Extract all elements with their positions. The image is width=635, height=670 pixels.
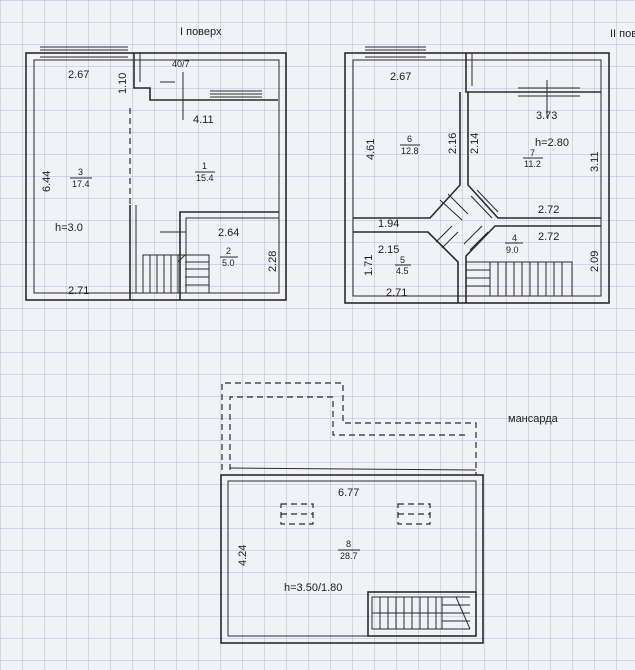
floor2-window-right [518, 87, 580, 97]
attic-plan [220, 382, 484, 644]
room5-area: 4.5 [396, 266, 409, 276]
room4-area: 9.0 [506, 245, 519, 255]
floor1-height-note: h=3.0 [55, 222, 83, 234]
attic-inner-wall [227, 480, 477, 637]
room7-number: 7 [530, 148, 535, 158]
room2-number: 2 [226, 246, 231, 256]
floor2-inner-wall [352, 59, 602, 297]
floor2-dim-mid-vert-b: 2.14 [469, 133, 481, 154]
floor2-dim-top-right: 3.73 [536, 110, 557, 122]
floor1-dim-top-left: 2.67 [68, 69, 89, 81]
room2-area: 5.0 [222, 258, 235, 268]
room7-area: 11.2 [524, 159, 541, 169]
floor1-niche-wall [133, 53, 278, 101]
floor2-stairs [465, 261, 573, 297]
floor2-outer-wall [344, 52, 610, 304]
floor2-dim-hall-width-right: 2.72 [538, 204, 559, 216]
floor2-dim-hall-width-left: 1.94 [378, 218, 399, 230]
floor2-room7-wall [467, 92, 601, 219]
floor1-window-note: 40/7 [172, 59, 190, 69]
floor2-niche-wall [465, 53, 601, 93]
attic-title: мансарда [508, 413, 559, 425]
floor1-dim-bottom-width: 2.71 [68, 285, 89, 297]
floor2-dim-left-height: 4.61 [365, 139, 377, 160]
floor1-dim-left-height: 6.44 [41, 171, 53, 192]
floor2-dim-top-left: 2.67 [390, 71, 411, 83]
attic-height-note: h=3.50/1.80 [284, 582, 342, 594]
floor1-title: I поверх [180, 26, 222, 38]
floor2-plan [344, 46, 610, 304]
floor2-dim-bottom-width: 2.71 [386, 287, 407, 299]
attic-stairs [367, 591, 477, 637]
floor2-dim-room4-width: 2.72 [538, 231, 559, 243]
floor1-dim-stair-room-width: 2.64 [218, 227, 239, 239]
attic-dim-height: 4.24 [237, 545, 249, 566]
floor2-window-left [365, 46, 426, 58]
floor2-dim-right-height: 3.11 [589, 151, 601, 172]
room3-number: 3 [78, 167, 83, 177]
room8-area: 28.7 [340, 551, 358, 561]
floor2-dim-room4-height: 2.09 [589, 251, 601, 272]
attic-roof-outline-outer [221, 382, 477, 475]
room3-area: 17.4 [72, 179, 90, 189]
floor2-room6-wall [353, 92, 461, 219]
floor1-room2-wall [179, 211, 279, 300]
floor2-dim-room5-width: 2.15 [378, 244, 399, 256]
attic-roof-outline-inner [229, 396, 468, 470]
room4-number: 4 [512, 233, 517, 243]
floor2-room4-wall [465, 225, 601, 303]
room8-number: 8 [346, 539, 351, 549]
floor2-title: II пов [610, 28, 635, 40]
floor2-dim-room5-height: 1.71 [363, 255, 375, 276]
room1-area: 15.4 [196, 173, 214, 183]
floor1-stairs [142, 254, 210, 294]
floor1-dim-small-vert: 1.10 [117, 73, 129, 94]
floor2-dim-mid-vert-a: 2.16 [447, 133, 459, 154]
floor1-outer-wall [25, 52, 287, 301]
room6-number: 6 [407, 134, 412, 144]
room6-area: 12.8 [401, 146, 419, 156]
room5-number: 5 [400, 255, 405, 265]
attic-outer-wall [220, 474, 484, 644]
floor1-dim-hall-width: 4.11 [193, 114, 214, 126]
floor2-height-note: h=2.80 [535, 137, 569, 149]
floor2-door-marks [435, 189, 499, 251]
attic-dim-width: 6.77 [338, 487, 359, 499]
floor1-window-left [40, 46, 128, 58]
room1-number: 1 [202, 161, 207, 171]
floor1-dim-stair-room-height: 2.28 [267, 251, 279, 272]
floor1-plan [25, 46, 287, 301]
floor1-window-right [210, 90, 262, 98]
